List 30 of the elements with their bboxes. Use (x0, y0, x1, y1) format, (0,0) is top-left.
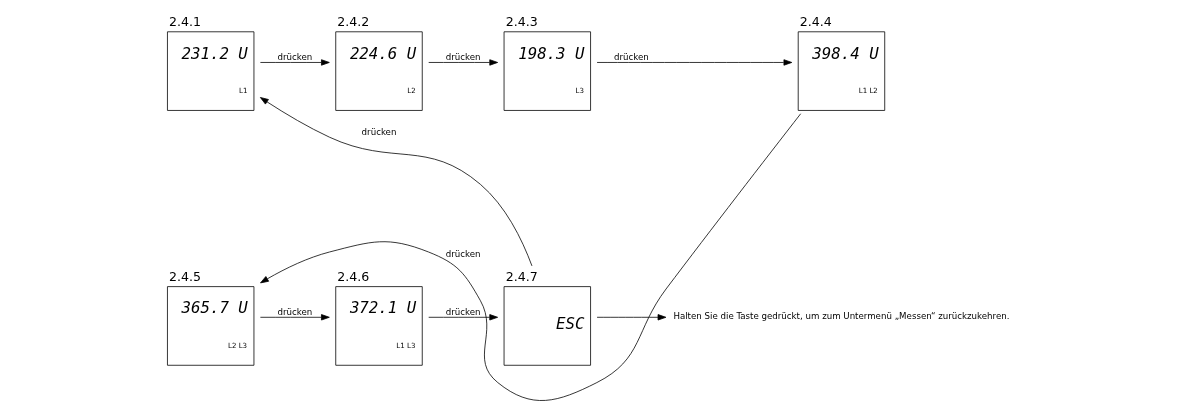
node-box: 231.2 U L1 (166, 31, 254, 111)
node-label: 2.4.3 (505, 14, 538, 30)
node-box: 224.6 U L2 (334, 31, 423, 111)
node-box: 372.1 U L1 L3 (334, 286, 423, 366)
edge-label: drücken (445, 249, 481, 260)
node-box: 198.3 U L3 (503, 31, 591, 111)
edge-label: drücken (445, 51, 481, 62)
node-label: 2.4.7 (505, 268, 538, 284)
node-label: 2.4.5 (168, 268, 201, 284)
arrow (259, 113, 801, 401)
edge-label: drücken (276, 51, 312, 62)
node-box: ESC (503, 286, 591, 366)
node-label: 2.4.4 (799, 14, 832, 30)
arrow (259, 59, 330, 66)
node-box: 365.7 U L2 L3 (166, 286, 254, 366)
edge-label: drücken (613, 51, 649, 62)
node-text: Halten Sie die Taste gedrückt, um zum Untermenü „Messen“ zurückzukehren. (672, 311, 1009, 322)
arrow (596, 314, 666, 321)
node-label: 2.4.6 (336, 268, 369, 284)
arrow (259, 97, 532, 267)
edge-label: drücken (445, 306, 481, 317)
node-label: 2.4.2 (336, 14, 369, 30)
node-label: 2.4.1 (168, 14, 201, 30)
node-box: 398.4 U L1 L2 (797, 31, 885, 111)
arrow (427, 59, 498, 66)
arrow (259, 314, 330, 321)
edge-label: drücken (361, 126, 396, 137)
arrow (427, 314, 498, 321)
edge-label: drücken (276, 306, 312, 317)
arrow (596, 59, 792, 66)
